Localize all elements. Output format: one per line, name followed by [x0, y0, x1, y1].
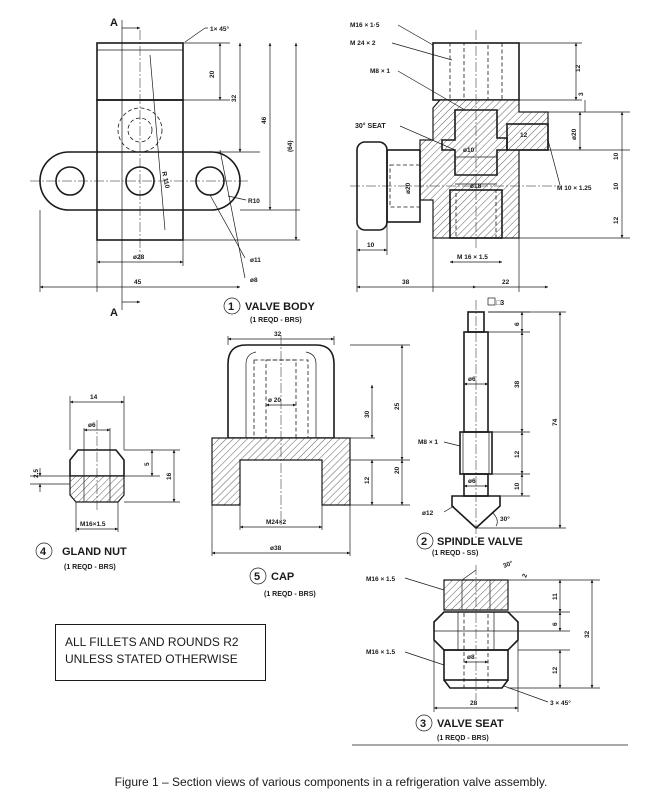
valve-body-front-view: A A 1× 45° 20 32 46 (64) R 110 R10 ø28 4…	[30, 17, 300, 319]
figure-caption: Figure 1 – Section views of various comp…	[114, 775, 548, 789]
dim-phi11: ø11	[250, 257, 261, 264]
valve-body-section-view: M16 × 1·5 M 24 × 2 M8 × 1 30° SEAT ø10 ø…	[350, 22, 630, 292]
gland-nut-view: 14 ø6 2.5 5 16 M16×1.5 4 GLAND NUT (1 RE…	[30, 394, 180, 571]
dim-m8-1: M8 × 1	[370, 68, 390, 75]
dim-12-right: 12	[613, 216, 620, 224]
part-5-number: 5	[254, 571, 260, 583]
part-2-name: SPINDLE VALVE	[437, 536, 523, 548]
dim-38: 38	[402, 279, 410, 286]
dim-45: 45	[134, 279, 142, 286]
dim-12-bore: 12	[520, 132, 528, 139]
dim-m16-1-5-bottom: M 16 × 1.5	[457, 254, 488, 261]
spindle-dim-10: 10	[514, 482, 521, 490]
dim-phi18: ø18	[470, 183, 482, 190]
seat-dim-6: 6	[552, 622, 559, 626]
cap-dim-m24: M24×2	[266, 519, 286, 526]
spindle-dim-38: 38	[514, 380, 521, 388]
part-2-number: 2	[421, 536, 427, 548]
seat-dim-11: 11	[552, 593, 559, 600]
dim-20: 20	[209, 70, 216, 78]
dim-chamfer: 1× 45°	[210, 25, 229, 33]
spindle-dim-30deg: 30°	[500, 515, 510, 523]
seat-dim-m16-bottom: M16 × 1.5	[366, 649, 395, 656]
part-2-qty: (1 REQD - SS)	[432, 550, 478, 557]
cap-dim-phi38: ø38	[270, 545, 282, 552]
seat-dim-phi8: ø8	[467, 654, 475, 661]
dim-r110: R 110	[160, 171, 170, 189]
part-5-qty: (1 REQD - BRS)	[264, 591, 316, 598]
spindle-dim-6: 6	[514, 322, 521, 326]
part-3-name: VALVE SEAT	[437, 718, 504, 730]
part-3-qty: (1 REQD - BRS)	[437, 735, 489, 742]
dim-22: 22	[502, 279, 510, 286]
dim-phi8: ø8	[250, 277, 258, 284]
spindle-dim-phi6-upper: ø6	[468, 376, 476, 383]
general-note-box: ALL FILLETS AND ROUNDS R2 UNLESS STATED …	[55, 624, 266, 681]
note-line-1: ALL FILLETS AND ROUNDS R2	[65, 635, 239, 649]
dim-phi28: ø28	[133, 254, 145, 261]
spindle-dim-phi12: ø12	[422, 510, 434, 517]
spindle-dim-m8: M8 × 1	[418, 439, 438, 446]
gland-dim-m16: M16×1.5	[80, 521, 106, 528]
cap-dim-12: 12	[364, 476, 371, 484]
dim-10-w: 10	[367, 242, 375, 249]
gland-dim-14: 14	[90, 394, 98, 401]
dim-phi20-right: ø20	[571, 128, 578, 140]
cap-dim-phi20: ø 20	[268, 397, 281, 404]
seat-dim-12: 12	[552, 666, 559, 674]
part-4-number: 4	[40, 546, 47, 558]
dim-10-a: 10	[613, 152, 620, 160]
dim-3: 3	[578, 92, 585, 96]
label-30-seat: 30° SEAT	[355, 122, 386, 130]
dim-phi20-left: ø20	[405, 182, 412, 194]
spindle-dim-phi6-lower: ø6	[468, 478, 476, 485]
dim-m16-1-5: M16 × 1·5	[350, 22, 380, 29]
part-3-number: 3	[420, 718, 426, 730]
dim-m24-2: M 24 × 2	[350, 40, 376, 47]
cap-dim-30: 30	[364, 410, 371, 418]
section-mark-a-top: A	[110, 17, 118, 29]
gland-dim-16: 16	[166, 472, 173, 480]
spindle-valve-view: □3 6 38 12 10 74 ø6 ø6 M8 × 1 ø12 30° 2 …	[416, 297, 566, 557]
seat-dim-2: 2	[521, 573, 529, 579]
valve-seat-view: M16 × 1.5 M16 × 1.5 30° 2 11 6 12 32 ø8 …	[352, 559, 628, 746]
cap-dim-32: 32	[274, 331, 282, 338]
section-mark-a-bottom: A	[110, 307, 118, 319]
part-1-name: VALVE BODY	[245, 301, 316, 313]
seat-dim-28: 28	[470, 700, 478, 707]
gland-dim-5: 5	[144, 462, 151, 466]
dim-r10: R10	[248, 198, 260, 205]
gland-dim-2-5: 2.5	[33, 469, 40, 478]
part-1-number: 1	[228, 301, 234, 313]
gland-dim-phi6: ø6	[88, 422, 96, 429]
part-1-qty: (1 REQD - BRS)	[250, 317, 302, 324]
dim-12-top: 12	[575, 64, 582, 72]
cap-dim-25: 25	[394, 402, 401, 410]
cap-dim-20: 20	[394, 466, 401, 474]
seat-dim-32: 32	[584, 630, 591, 638]
seat-dim-30deg: 30°	[502, 559, 514, 570]
spindle-dim-74: 74	[552, 418, 559, 426]
dim-64: (64)	[287, 140, 294, 152]
dim-m10: M 10 × 1.25	[557, 185, 592, 192]
spindle-dim-12: 12	[514, 450, 521, 458]
seat-dim-chamfer: 3 × 45°	[550, 699, 571, 707]
part-4-name: GLAND NUT	[62, 546, 127, 558]
part-1-title: 1 VALVE BODY (1 REQD - BRS)	[223, 297, 316, 324]
note-line-2: UNLESS STATED OTHERWISE	[65, 652, 238, 666]
dim-10-b: 10	[613, 182, 620, 190]
cap-section-view: 32 ø 20 30 25 12 20 M24×2 ø38 5 CAP (1 R…	[211, 331, 410, 598]
dim-46: 46	[261, 116, 268, 124]
spindle-dim-sq3: □3	[496, 300, 504, 307]
dim-phi10: ø10	[463, 147, 475, 154]
part-4-qty: (1 REQD - BRS)	[64, 564, 116, 571]
dim-32: 32	[231, 94, 238, 102]
part-5-name: CAP	[271, 571, 294, 583]
seat-dim-m16-top: M16 × 1.5	[366, 576, 395, 583]
